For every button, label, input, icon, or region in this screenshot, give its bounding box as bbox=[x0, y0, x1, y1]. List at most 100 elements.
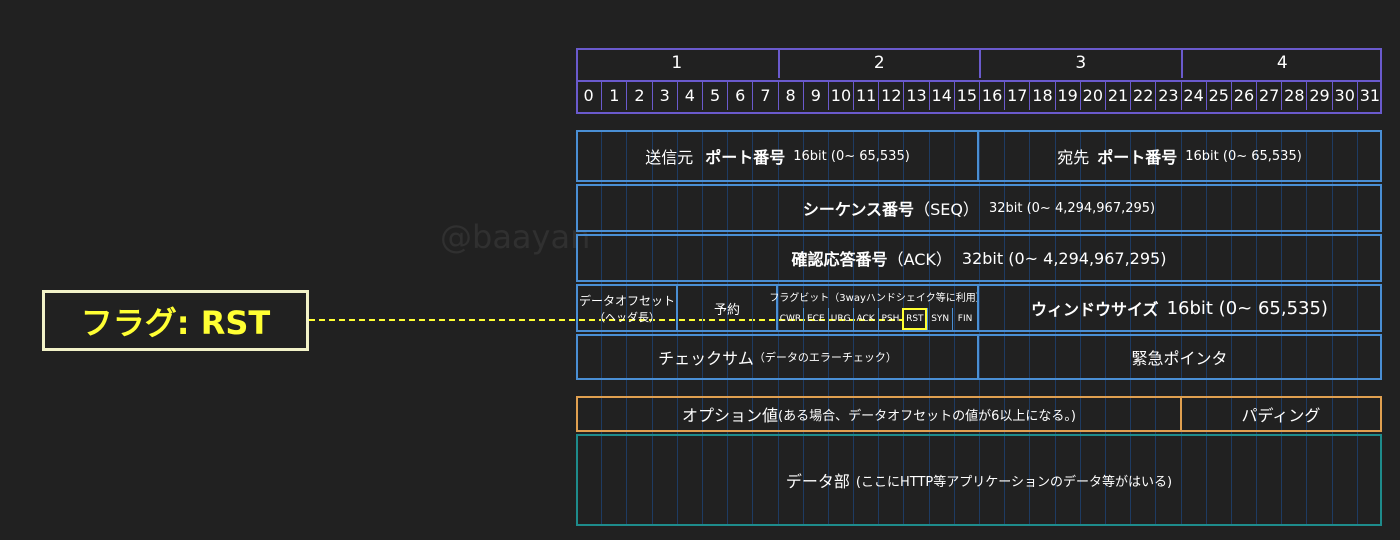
reserved-label: 予約 bbox=[713, 302, 740, 318]
destination-port-field: 宛先 ポート番号 16bit (0~ 65,535) bbox=[977, 130, 1382, 182]
source-port-range: 16bit (0~ 65,535) bbox=[793, 148, 910, 164]
grid-line bbox=[953, 130, 955, 526]
destination-port-title: ポート番号 bbox=[1097, 148, 1178, 167]
bit-number-31: 31 bbox=[1356, 80, 1382, 110]
grid-line bbox=[1281, 130, 1283, 526]
grid-line bbox=[1029, 130, 1031, 526]
checksum-title: チェックサム bbox=[658, 349, 754, 368]
bit-number-25: 25 bbox=[1205, 80, 1231, 110]
data-offset-label: データオフセット bbox=[578, 293, 675, 308]
destination-port-range: 16bit (0~ 65,535) bbox=[1185, 148, 1302, 164]
ack-number-title: 確認応答番号 bbox=[791, 250, 888, 269]
grid-line bbox=[777, 130, 779, 526]
checksum-sub: （データのエラーチェック） bbox=[753, 351, 897, 364]
bit-number-4: 4 bbox=[676, 80, 702, 110]
urgent-pointer-title: 緊急ポインタ bbox=[1131, 349, 1228, 368]
sequence-number-field: シーケンス番号 （SEQ） 32bit (0~ 4,294,967,295) bbox=[576, 184, 1382, 232]
options-sub: (ある場合、データオフセットの値が6以上になる。) bbox=[778, 408, 1076, 424]
urgent-pointer-field: 緊急ポインタ bbox=[977, 334, 1382, 380]
bit-number-17: 17 bbox=[1004, 80, 1029, 110]
grid-line bbox=[1356, 130, 1358, 526]
flag-rst: RST bbox=[902, 308, 928, 330]
grid-line bbox=[1130, 130, 1132, 526]
grid-line bbox=[1205, 130, 1207, 526]
flag-syn: SYN bbox=[927, 308, 952, 330]
bit-number-20: 20 bbox=[1079, 80, 1105, 110]
grid-line bbox=[626, 130, 628, 526]
destination-port-prefix: 宛先 bbox=[1057, 148, 1090, 167]
bit-number-8: 8 bbox=[777, 80, 803, 110]
padding-field: パディング bbox=[1180, 396, 1382, 432]
bit-number-13: 13 bbox=[903, 80, 928, 110]
data-field: データ部 (ここにHTTP等アプリケーションのデータ等がはいる) bbox=[576, 434, 1382, 526]
grid-line bbox=[1054, 130, 1056, 526]
grid-line bbox=[1079, 130, 1081, 526]
checksum-field: チェックサム （データのエラーチェック） bbox=[576, 334, 979, 380]
data-sub: (ここにHTTP等アプリケーションのデータ等がはいる) bbox=[855, 474, 1173, 490]
bit-number-23: 23 bbox=[1155, 80, 1180, 110]
flag-urg: URG bbox=[827, 308, 853, 330]
source-port-title: ポート番号 bbox=[705, 148, 786, 167]
bit-number-3: 3 bbox=[651, 80, 677, 110]
grid-line bbox=[601, 130, 603, 526]
bit-number-19: 19 bbox=[1054, 80, 1080, 110]
reserved-field: 予約 bbox=[676, 284, 778, 332]
flag-connector-line bbox=[309, 319, 903, 321]
grid-line bbox=[727, 130, 729, 526]
source-port-field: 送信元 ポート番号 16bit (0~ 65,535) bbox=[576, 130, 979, 182]
grid-line bbox=[878, 130, 880, 526]
bit-number-11: 11 bbox=[853, 80, 878, 110]
options-field: オプション値 (ある場合、データオフセットの値が6以上になる。) bbox=[576, 396, 1182, 432]
bit-number-1: 1 bbox=[601, 80, 626, 110]
data-offset-sublabel: （ヘッダ長） bbox=[594, 310, 660, 324]
padding-title: パディング bbox=[1241, 406, 1321, 425]
flag-ack: ACK bbox=[852, 308, 878, 330]
bit-number-21: 21 bbox=[1104, 80, 1130, 110]
grid-line bbox=[701, 130, 703, 526]
flag-ece: ECE bbox=[802, 308, 828, 330]
ack-number-abbr: （ACK） bbox=[887, 250, 952, 269]
bit-number-26: 26 bbox=[1230, 80, 1256, 110]
grid-line bbox=[1155, 130, 1157, 526]
bit-number-29: 29 bbox=[1306, 80, 1331, 110]
bit-number-24: 24 bbox=[1180, 80, 1206, 110]
bit-number-27: 27 bbox=[1256, 80, 1281, 110]
grid-line bbox=[1004, 130, 1006, 526]
flag-callout-box: フラグ: RST bbox=[42, 290, 309, 351]
bit-number-12: 12 bbox=[878, 80, 903, 110]
bit-number-7: 7 bbox=[752, 80, 777, 110]
window-size-title: ウィンドウサイズ bbox=[1031, 300, 1159, 319]
data-title: データ部 bbox=[785, 472, 850, 491]
bit-number-6: 6 bbox=[727, 80, 752, 110]
sequence-number-title: シーケンス番号 bbox=[802, 200, 915, 219]
bit-number-14: 14 bbox=[928, 80, 954, 110]
grid-line bbox=[752, 130, 754, 526]
byte-number-4: 4 bbox=[1180, 48, 1383, 78]
byte-number-2: 2 bbox=[777, 48, 980, 78]
bit-number-16: 16 bbox=[979, 80, 1004, 110]
window-size-range: 16bit (0~ 65,535) bbox=[1166, 297, 1328, 319]
grid-line bbox=[928, 130, 930, 526]
flag-callout-label: フラグ: RST bbox=[80, 303, 271, 342]
bit-number-18: 18 bbox=[1029, 80, 1054, 110]
options-title: オプション値 bbox=[682, 406, 779, 425]
grid-line bbox=[1180, 130, 1182, 526]
grid-line bbox=[1256, 130, 1258, 526]
flag-cwr: CWR bbox=[779, 314, 802, 324]
flag-psh: PSH bbox=[877, 308, 903, 330]
bit-number-0: 0 bbox=[583, 85, 594, 105]
bit-number-28: 28 bbox=[1281, 80, 1306, 110]
grid-line bbox=[1104, 130, 1106, 526]
bit-number-5: 5 bbox=[701, 80, 727, 110]
ack-number-range: 32bit (0~ 4,294,967,295) bbox=[961, 248, 1167, 268]
grid-line bbox=[651, 130, 653, 526]
sequence-number-abbr: （SEQ） bbox=[914, 200, 979, 219]
window-size-field: ウィンドウサイズ 16bit (0~ 65,535) bbox=[977, 284, 1382, 332]
bit-number-15: 15 bbox=[953, 80, 979, 110]
byte-number-1: 1 bbox=[671, 53, 683, 73]
bit-number-2: 2 bbox=[626, 80, 651, 110]
byte-number-3: 3 bbox=[979, 48, 1181, 78]
